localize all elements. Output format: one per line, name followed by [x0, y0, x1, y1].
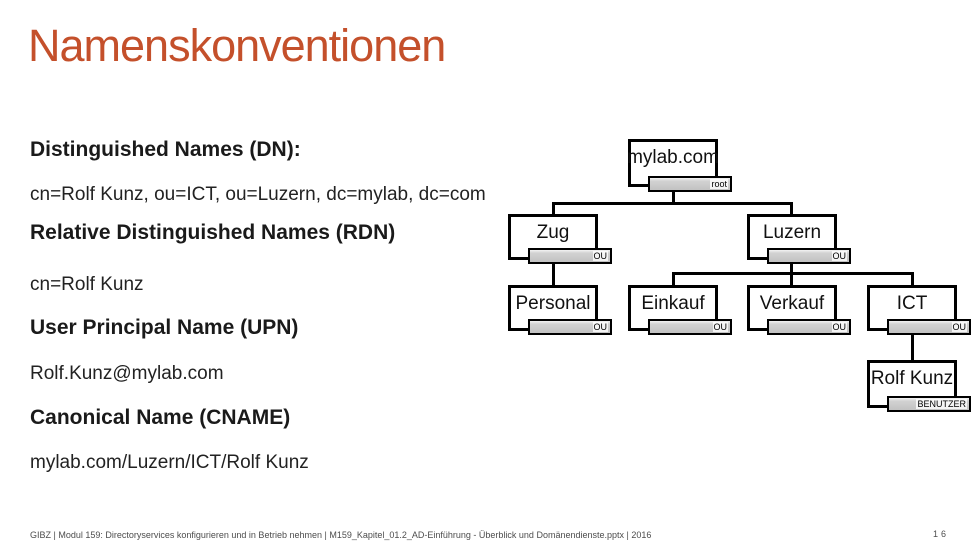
- node-type-label: OU: [712, 322, 728, 332]
- tree-node-ict: ICT OU: [867, 285, 971, 335]
- node-type-tag: OU: [528, 248, 612, 264]
- slide-title: Namenskonventionen: [28, 20, 446, 71]
- tree-connector: [911, 275, 914, 286]
- node-label: Luzern: [762, 222, 822, 243]
- node-label: Verkauf: [759, 293, 825, 314]
- heading-user-principal-name: User Principal Name (UPN): [30, 316, 299, 339]
- node-type-label: OU: [592, 251, 608, 261]
- value-canonical-name: mylab.com/Luzern/ICT/Rolf Kunz: [30, 452, 309, 473]
- node-type-tag: OU: [887, 319, 971, 335]
- node-label: Zug: [536, 222, 570, 243]
- node-label: mylab.com: [627, 147, 719, 168]
- tree-node-rolf-kunz: Rolf Kunz BENUTZER: [867, 360, 971, 412]
- node-type-label: BENUTZER: [916, 399, 967, 409]
- heading-relative-distinguished-names: Relative Distinguished Names (RDN): [30, 221, 396, 244]
- node-type-label: OU: [831, 251, 847, 261]
- tree-connector: [552, 202, 793, 205]
- node-label: Einkauf: [641, 293, 705, 314]
- tree-node-einkauf: Einkauf OU: [628, 285, 732, 335]
- node-type-tag: OU: [528, 319, 612, 335]
- node-type-tag: OU: [767, 248, 851, 264]
- tree-node-verkauf: Verkauf OU: [747, 285, 851, 335]
- node-type-label: OU: [831, 322, 847, 332]
- tree-node-zug: Zug OU: [508, 214, 612, 264]
- node-label: ICT: [896, 293, 928, 314]
- node-type-tag: root: [648, 176, 732, 192]
- node-type-tag: BENUTZER: [887, 396, 971, 412]
- tree-connector: [552, 205, 555, 215]
- node-type-label: OU: [592, 322, 608, 332]
- value-user-principal-name: Rolf.Kunz@mylab.com: [30, 363, 224, 384]
- value-distinguished-name: cn=Rolf Kunz, ou=ICT, ou=Luzern, dc=myla…: [30, 184, 486, 205]
- tree-node-luzern: Luzern OU: [747, 214, 851, 264]
- tree-node-personal: Personal OU: [508, 285, 612, 335]
- node-label: Personal: [515, 293, 591, 314]
- heading-canonical-name: Canonical Name (CNAME): [30, 406, 291, 429]
- tree-connector: [911, 334, 914, 361]
- node-type-tag: OU: [767, 319, 851, 335]
- heading-distinguished-names: Distinguished Names (DN):: [30, 138, 301, 161]
- tree-node-mylab-com: mylab.com root: [627, 139, 732, 192]
- node-type-tag: OU: [648, 319, 732, 335]
- value-relative-distinguished-name: cn=Rolf Kunz: [30, 274, 144, 295]
- page-number: 16: [933, 529, 950, 539]
- tree-connector: [672, 187, 675, 205]
- tree-connector: [672, 275, 675, 286]
- tree-connector: [672, 272, 914, 275]
- node-label: Rolf Kunz: [870, 368, 954, 389]
- slide-footer: GIBZ | Modul 159: Directoryservices konf…: [30, 530, 652, 540]
- node-type-label: OU: [951, 322, 967, 332]
- tree-connector: [552, 262, 555, 286]
- tree-connector: [790, 205, 793, 215]
- node-type-label: root: [710, 179, 728, 189]
